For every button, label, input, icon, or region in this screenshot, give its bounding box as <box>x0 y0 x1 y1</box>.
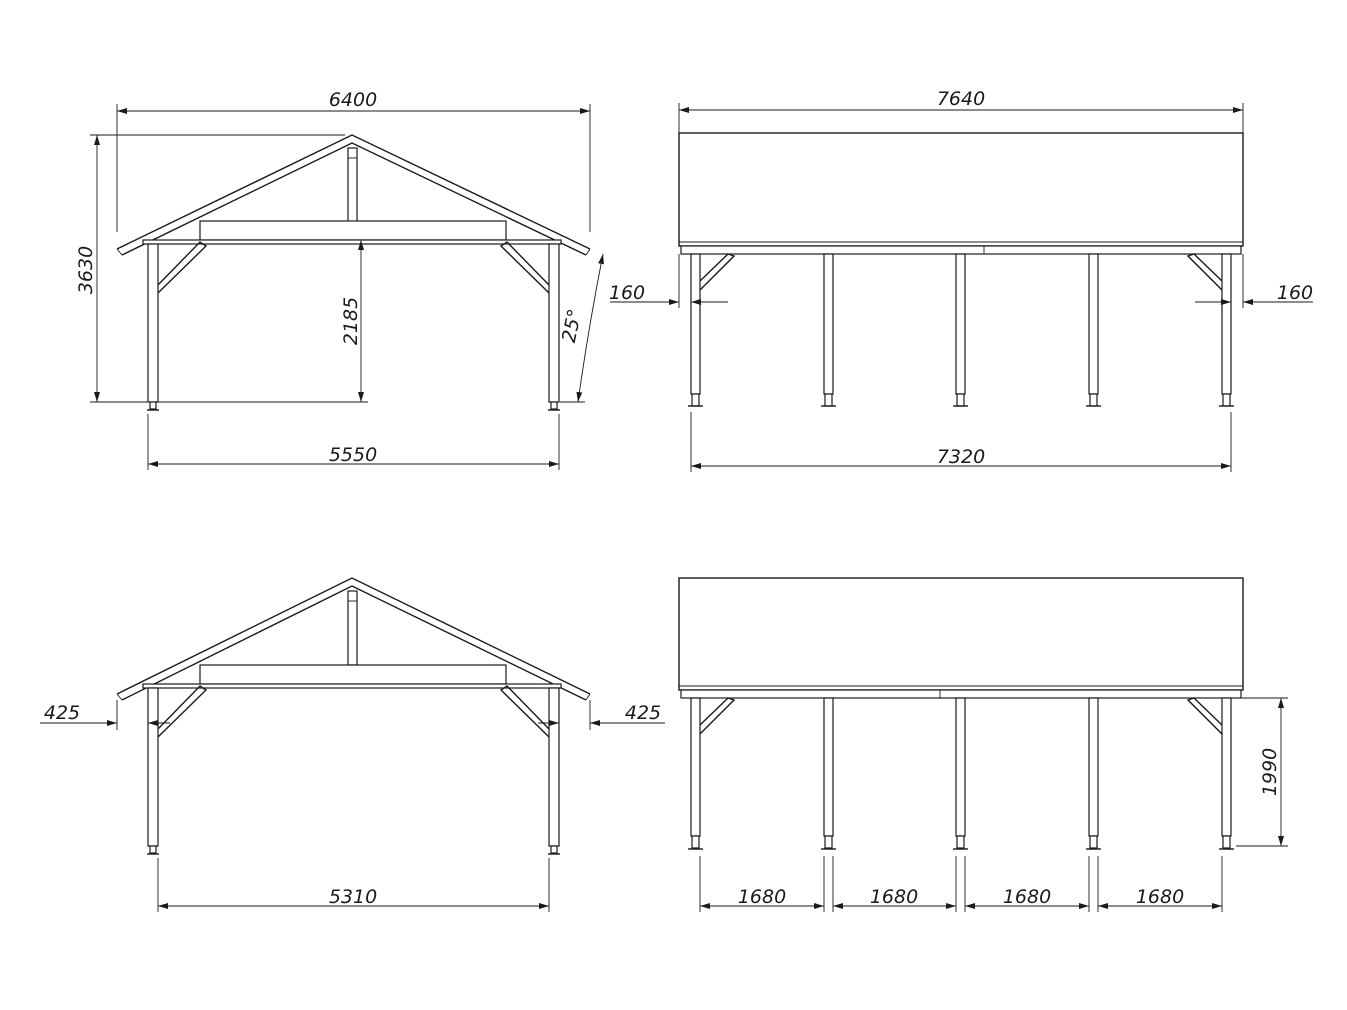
post <box>1088 697 1099 837</box>
dim-roof-pitch: 25° <box>558 307 587 345</box>
post-shoe <box>1222 393 1231 407</box>
brace-right <box>499 685 550 738</box>
king-post <box>347 590 358 666</box>
dim-overhang-left: 160 <box>609 282 645 304</box>
beam <box>680 689 1242 699</box>
tie-beam <box>199 664 507 685</box>
post-shoe <box>1222 835 1231 849</box>
brace-left <box>699 697 736 735</box>
brace-right <box>499 241 550 294</box>
dim-post-span: 5550 <box>329 444 377 466</box>
tie-beam <box>199 220 507 241</box>
post-shoe-right <box>550 845 558 854</box>
post <box>1221 253 1232 395</box>
dim-overall-height: 3630 <box>75 246 97 294</box>
brace-right <box>1186 697 1223 735</box>
dim-bay-2: 1680 <box>870 886 918 908</box>
post-right <box>548 687 560 847</box>
post <box>955 253 966 395</box>
eave-left <box>116 248 123 256</box>
roof-outline <box>116 577 591 695</box>
post-shoe <box>691 835 700 849</box>
roof-panel <box>678 132 1244 247</box>
post-shoe-right <box>550 401 558 410</box>
post-shoe <box>824 393 833 407</box>
front-elevation-bottom: 425 425 5310 <box>40 577 665 912</box>
dim-clear-height: 2185 <box>340 297 362 345</box>
post <box>690 253 701 395</box>
post-shoe <box>824 835 833 849</box>
post <box>1221 697 1232 837</box>
dim-post-span: 5310 <box>329 886 377 908</box>
brace-right <box>1186 253 1223 291</box>
post-left <box>147 243 159 403</box>
beam <box>680 245 1242 255</box>
eave-right <box>585 693 591 701</box>
dim-arc-pitch <box>576 253 605 403</box>
dim-overhang-right: 160 <box>1277 282 1313 304</box>
dim-eave-offset-left: 425 <box>44 702 80 724</box>
dim-post-height: 1990 <box>1259 748 1281 796</box>
post-shoe <box>956 835 965 849</box>
dim-bay-4: 1680 <box>1136 886 1184 908</box>
post-shoe-left <box>149 845 157 854</box>
top-plate <box>142 239 562 245</box>
eave-right <box>585 248 591 256</box>
dim-eave-offset-right: 425 <box>625 702 661 724</box>
roof-inner <box>121 142 587 256</box>
post-shoe-left <box>149 401 157 410</box>
post-right <box>548 243 560 403</box>
post <box>955 697 966 837</box>
front-elevation-top: 6400 3630 2185 25° 5550 <box>75 89 605 470</box>
post-left <box>147 687 159 847</box>
top-plate <box>142 683 562 689</box>
dim-bay-1: 1680 <box>738 886 786 908</box>
dim-overall-width: 6400 <box>329 89 377 111</box>
roof-panel <box>678 577 1244 691</box>
dim-bay-3: 1680 <box>1003 886 1051 908</box>
brace-left <box>699 253 736 291</box>
brace-left <box>157 241 208 294</box>
post-shoe <box>691 393 700 407</box>
post <box>823 253 834 395</box>
eave-left <box>116 693 123 701</box>
post-shoe <box>1089 393 1098 407</box>
side-elevation-top: 7640 160 160 7320 <box>609 88 1313 472</box>
roof-inner <box>121 585 587 701</box>
dim-overall-length: 7640 <box>937 88 985 110</box>
brace-left <box>157 685 208 738</box>
post-shoe <box>1089 835 1098 849</box>
dim-post-span: 7320 <box>937 446 985 468</box>
side-elevation-bottom: 1990 1680 1680 1680 1680 <box>678 577 1288 912</box>
post <box>823 697 834 837</box>
roof-outline <box>116 134 591 250</box>
king-post <box>347 147 358 223</box>
post <box>1088 253 1099 395</box>
post <box>690 697 701 837</box>
post-shoe <box>956 393 965 407</box>
